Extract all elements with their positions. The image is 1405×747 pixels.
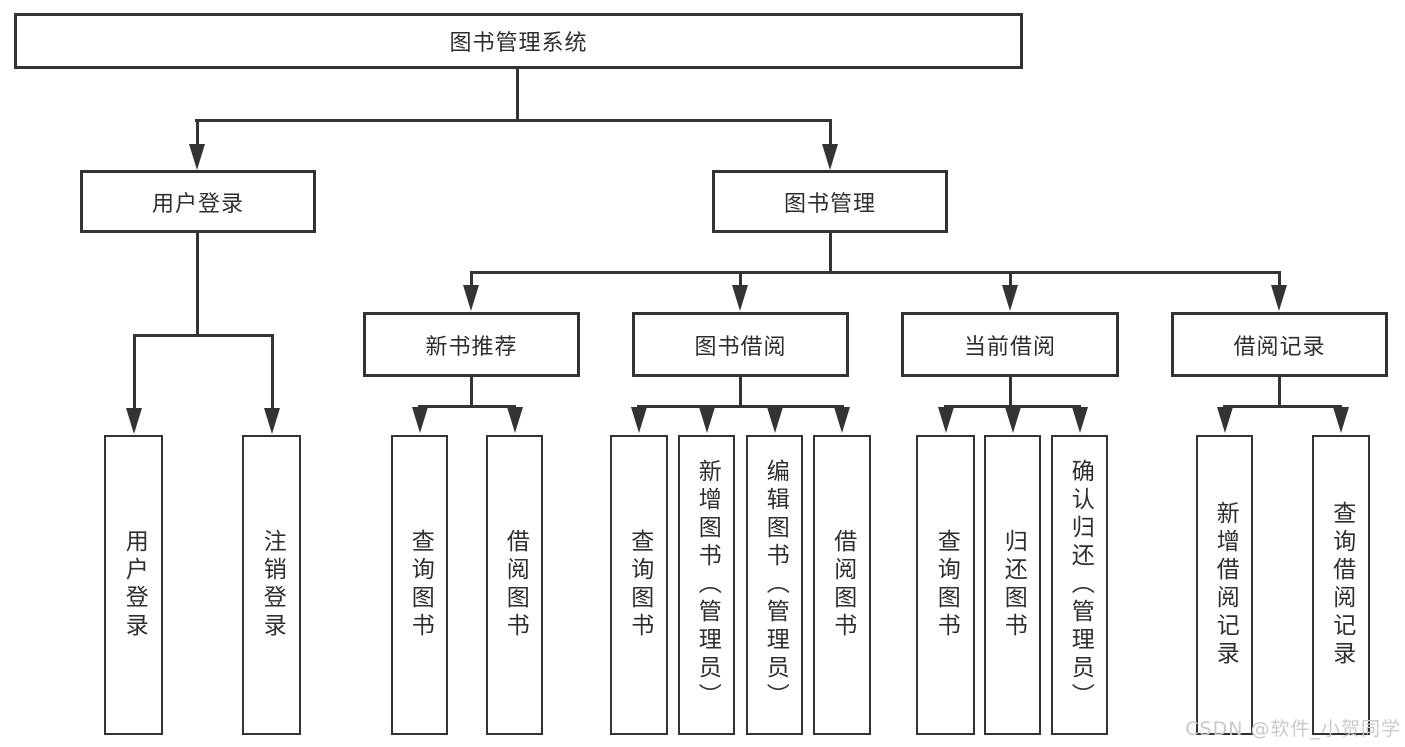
connector-line: [829, 119, 832, 146]
connector-line: [944, 405, 1081, 408]
node-leaf-logout: 注销登录: [242, 435, 301, 735]
node-leaf-edit-books-admin: 编辑图书（管理员）: [746, 435, 803, 735]
connector-line: [133, 334, 136, 409]
connector-line: [1009, 271, 1012, 287]
arrow-down-icon: [938, 407, 954, 433]
arrow-down-icon: [1333, 407, 1349, 433]
node-book-borrowing: 图书借阅: [632, 312, 849, 377]
connector-line: [470, 271, 1281, 274]
node-leaf-borrow-books-2: 借阅图书: [813, 435, 871, 735]
connector-line: [829, 233, 832, 274]
arrow-down-icon: [699, 407, 715, 433]
arrow-down-icon: [1072, 407, 1088, 433]
connector-line: [271, 334, 274, 409]
arrow-down-icon: [264, 408, 280, 434]
arrow-down-icon: [1217, 407, 1233, 433]
watermark: CSDN @软件_小贺同学: [1185, 718, 1401, 740]
arrow-down-icon: [1002, 285, 1018, 311]
node-leaf-query-books-1: 查询图书: [391, 435, 448, 735]
arrow-down-icon: [463, 285, 479, 311]
arrow-down-icon: [412, 407, 428, 433]
connector-line: [470, 377, 473, 408]
node-book-management: 图书管理: [712, 170, 948, 233]
connector-line: [1278, 377, 1281, 408]
node-leaf-query-borrow-record: 查询借阅记录: [1312, 435, 1370, 735]
node-leaf-query-books-3: 查询图书: [916, 435, 975, 735]
connector-line: [133, 334, 274, 337]
arrow-down-icon: [189, 144, 205, 170]
node-library-management-system: 图书管理系统: [14, 13, 1023, 69]
arrow-down-icon: [631, 407, 647, 433]
connector-line: [195, 119, 832, 122]
node-leaf-add-borrow-record: 新增借阅记录: [1196, 435, 1253, 735]
arrow-down-icon: [507, 407, 523, 433]
arrow-down-icon: [834, 407, 850, 433]
node-user-login: 用户登录: [80, 170, 316, 233]
node-borrowing-records: 借阅记录: [1171, 312, 1388, 377]
arrow-down-icon: [822, 144, 838, 170]
connector-line: [637, 405, 844, 408]
arrow-down-icon: [1271, 285, 1287, 311]
node-leaf-confirm-return-admin: 确认归还（管理员）: [1051, 435, 1108, 735]
node-leaf-query-books-2: 查询图书: [610, 435, 668, 735]
node-leaf-add-books-admin: 新增图书（管理员）: [678, 435, 735, 735]
connector-line: [516, 69, 519, 120]
connector-line: [196, 119, 199, 146]
connector-line: [1009, 377, 1012, 408]
arrow-down-icon: [732, 285, 748, 311]
connector-line: [1223, 405, 1342, 408]
connector-line: [470, 271, 473, 287]
connector-line: [196, 233, 199, 336]
arrow-down-icon: [1005, 407, 1021, 433]
node-new-book-recommendation: 新书推荐: [363, 312, 580, 377]
node-leaf-borrow-books-1: 借阅图书: [486, 435, 543, 735]
node-leaf-user-login: 用户登录: [104, 435, 163, 735]
node-leaf-return-books: 归还图书: [984, 435, 1041, 735]
arrow-down-icon: [767, 407, 783, 433]
connector-line: [739, 377, 742, 408]
arrow-down-icon: [126, 408, 142, 434]
connector-line: [1278, 271, 1281, 287]
node-current-borrowing: 当前借阅: [901, 312, 1119, 377]
connector-line: [418, 405, 516, 408]
connector-line: [739, 271, 742, 287]
